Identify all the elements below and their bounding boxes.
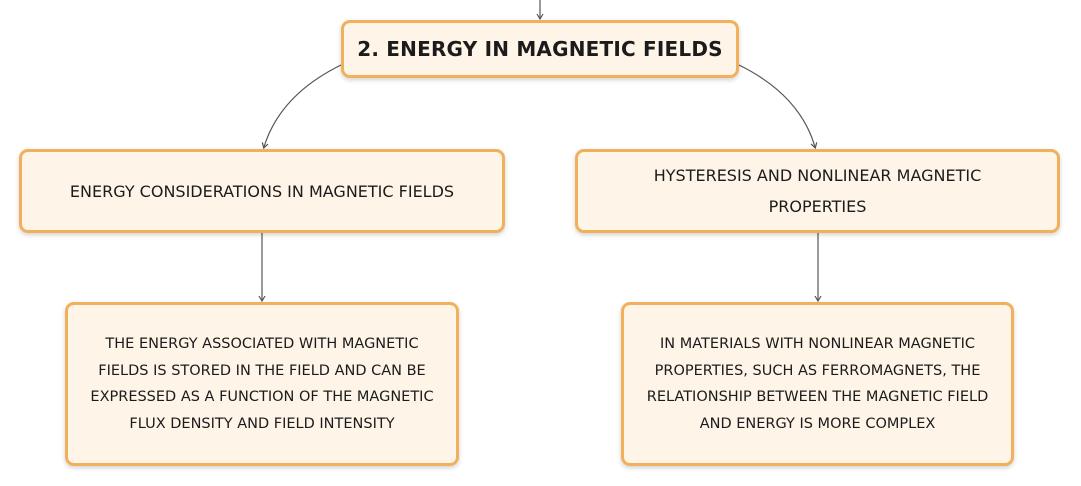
detail-node-text: THE ENERGY ASSOCIATED WITH MAGNETIC FIEL… xyxy=(90,336,434,432)
branch-node-energy-considerations[interactable]: ENERGY CONSIDERATIONS IN MAGNETIC FIELDS xyxy=(19,149,505,233)
branch-node-hysteresis[interactable]: HYSTERESIS AND NONLINEAR MAGNETIC PROPER… xyxy=(575,149,1060,233)
connector-root-to-right xyxy=(738,64,818,150)
branch-node-label: HYSTERESIS AND NONLINEAR MAGNETIC PROPER… xyxy=(653,166,982,216)
root-node-label: 2. ENERGY IN MAGNETIC FIELDS xyxy=(357,37,723,61)
detail-node-nonlinear-materials[interactable]: IN MATERIALS WITH NONLINEAR MAGNETIC PRO… xyxy=(621,302,1014,466)
detail-node-energy-stored[interactable]: THE ENERGY ASSOCIATED WITH MAGNETIC FIEL… xyxy=(65,302,459,466)
connector-root-to-left xyxy=(261,64,342,150)
root-node[interactable]: 2. ENERGY IN MAGNETIC FIELDS xyxy=(341,20,739,78)
detail-node-text: IN MATERIALS WITH NONLINEAR MAGNETIC PRO… xyxy=(646,336,989,432)
branch-node-label: ENERGY CONSIDERATIONS IN MAGNETIC FIELDS xyxy=(69,181,455,201)
